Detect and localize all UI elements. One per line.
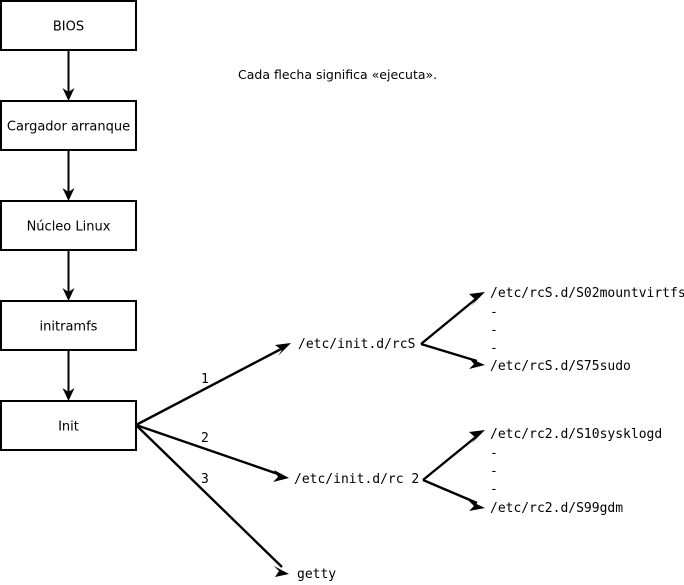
rc2-output-ellipsis-3: -: [490, 482, 498, 497]
arrowhead-icon: [62, 188, 75, 201]
branch-number-1: 1: [201, 372, 209, 387]
node-bios: BIOS: [0, 0, 137, 51]
rc2-output-last: /etc/rc2.d/S99gdm: [490, 501, 623, 516]
rcs-output-first: /etc/rcS.d/S02mountvirtfs: [490, 286, 684, 301]
arrow-rcs-to-last-script: [420, 342, 485, 369]
arrow-init-branch-2: [135, 423, 289, 482]
rc2-output-ellipsis-2: -: [490, 464, 498, 479]
rcs-output-ellipsis-2: -: [490, 323, 498, 338]
arrow-init-branch-1: [135, 343, 291, 427]
branch-target-rc2-label: /etc/init.d/rc 2: [294, 472, 419, 487]
branch-number-2: 2: [201, 431, 209, 446]
arrowhead-icon: [62, 288, 75, 301]
arrow-initramfs-to-init: [62, 350, 75, 401]
rcs-output-ellipsis-1: -: [490, 305, 498, 320]
arrowhead-icon: [468, 500, 485, 511]
arrow-rcs-to-first-script: [420, 292, 485, 345]
branch-target-getty-label: getty: [297, 567, 336, 582]
arrow-bios-to-bootloader: [62, 50, 75, 101]
arrowhead-icon: [469, 358, 485, 369]
bios-label: BIOS: [53, 20, 84, 35]
kernel-label: Núcleo Linux: [27, 220, 111, 235]
branch-target-rcs-label: /etc/init.d/rcS: [298, 337, 415, 352]
initramfs-box: [0, 300, 137, 351]
rc2-output-first: /etc/rc2.d/S10sysklogd: [490, 427, 662, 442]
node-kernel: Núcleo Linux: [0, 200, 137, 251]
arrowhead-icon: [275, 343, 291, 356]
arrow-kernel-to-initramfs: [62, 250, 75, 301]
initramfs-label: initramfs: [40, 320, 98, 335]
rc2-output-ellipsis-1: -: [490, 446, 498, 461]
arrow-bootloader-to-kernel: [62, 150, 75, 201]
bios-box: [0, 0, 137, 51]
rcs-output-ellipsis-3: -: [490, 341, 498, 356]
arrowhead-icon: [469, 430, 485, 444]
arrow-rc2-to-last-script: [422, 478, 485, 511]
node-initramfs: initramfs: [0, 300, 137, 351]
bootloader-box: [0, 100, 137, 151]
arrowhead-icon: [62, 88, 75, 101]
arrowhead-icon: [469, 292, 485, 306]
branch-number-3: 3: [201, 472, 209, 487]
arrowhead-icon: [274, 566, 289, 577]
arrow-rc2-to-first-script: [422, 430, 485, 481]
bootloader-label: Cargador arranque: [7, 120, 130, 135]
arrowhead-icon: [62, 388, 75, 401]
rcs-output-last: /etc/rcS.d/S75sudo: [490, 359, 631, 374]
arrowhead-icon: [273, 470, 289, 482]
legend-note: Cada flecha significa «ejecuta».: [238, 67, 437, 82]
node-init: Init: [0, 400, 137, 451]
arrow-init-branch-3: [135, 424, 289, 577]
node-bootloader: Cargador arranque: [0, 100, 137, 151]
init-label: Init: [58, 420, 79, 435]
init-box: [0, 400, 137, 451]
